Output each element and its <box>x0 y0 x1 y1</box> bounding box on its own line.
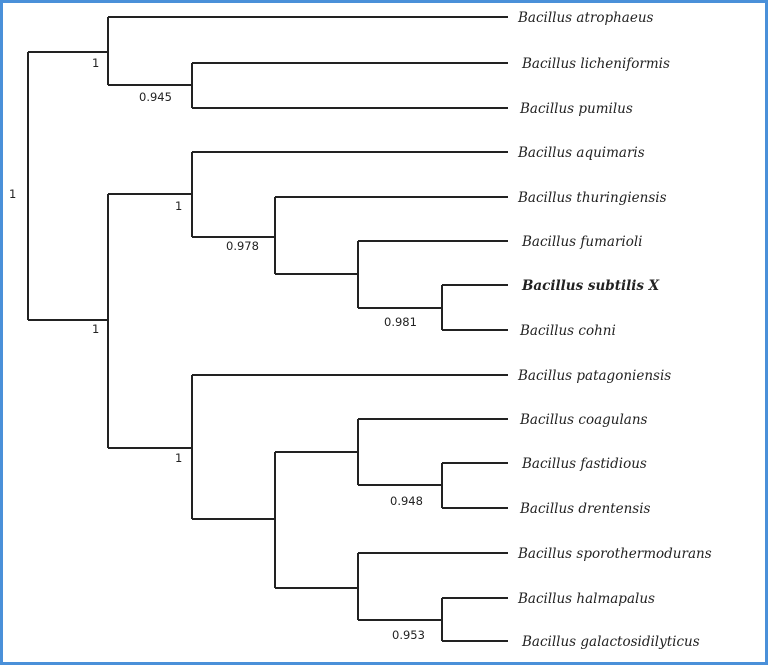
taxon-label: Bacillus fastidious <box>521 456 647 472</box>
support-value: 0.978 <box>226 239 259 253</box>
support-value: 1 <box>92 56 99 70</box>
support-value: 0.948 <box>390 494 423 508</box>
taxon-labels: Bacillus atrophaeus Bacillus licheniform… <box>517 10 712 650</box>
taxon-label: Bacillus thuringiensis <box>517 190 667 206</box>
taxon-label: Bacillus galactosidilyticus <box>521 634 700 650</box>
support-value: 0.953 <box>392 628 425 642</box>
support-value: 1 <box>92 322 99 336</box>
taxon-label: Bacillus pumilus <box>519 101 633 117</box>
taxon-label: Bacillus aquimaris <box>517 145 645 161</box>
support-value: 1 <box>175 199 182 213</box>
taxon-label: Bacillus fumarioli <box>521 234 642 250</box>
support-value: 0.981 <box>384 315 417 329</box>
taxon-label: Bacillus patagoniensis <box>517 368 671 384</box>
taxon-label: Bacillus licheniformis <box>521 56 670 72</box>
taxon-label: Bacillus drentensis <box>519 501 651 517</box>
support-value: 0.945 <box>139 90 172 104</box>
taxon-label: Bacillus sporothermodurans <box>517 546 712 562</box>
support-values: 1 1 0.945 1 1 0.978 0.981 1 0.948 0.953 <box>9 56 425 642</box>
tree-branches <box>27 16 508 642</box>
support-value: 1 <box>9 187 16 201</box>
taxon-label: Bacillus halmapalus <box>517 591 655 607</box>
support-value: 1 <box>175 451 182 465</box>
taxon-label-highlighted: Bacillus subtilis X <box>521 278 660 294</box>
taxon-label: Bacillus coagulans <box>519 412 648 428</box>
taxon-label: Bacillus cohni <box>519 323 616 339</box>
taxon-label: Bacillus atrophaeus <box>517 10 654 26</box>
